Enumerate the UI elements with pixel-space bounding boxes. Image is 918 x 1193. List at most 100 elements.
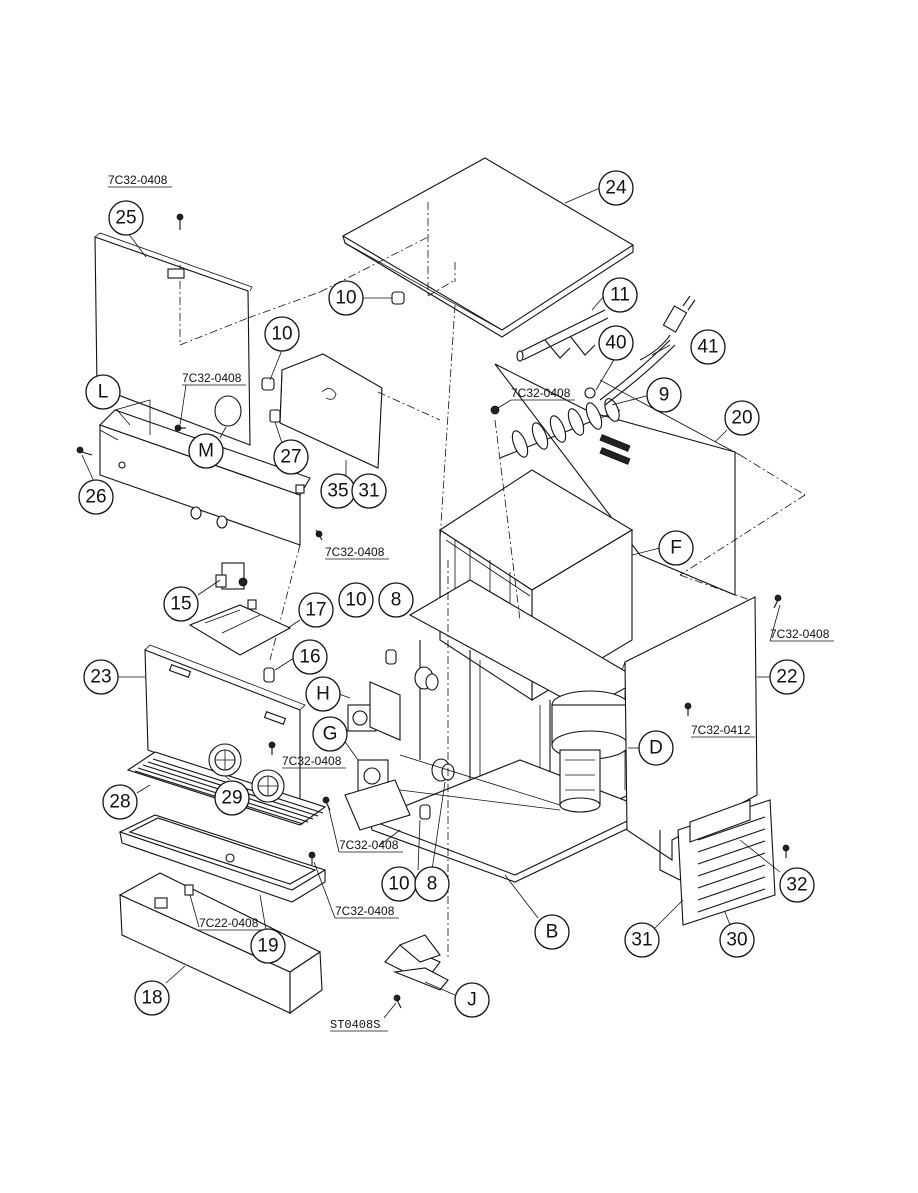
callout-10: 10 [338,582,374,618]
callout-8: 8 [414,866,450,902]
drip-tray [118,814,327,903]
svg-text:29: 29 [221,788,242,809]
svg-text:28: 28 [109,792,130,813]
callout-L: L [85,374,121,410]
water-valve [347,681,401,741]
svg-text:10: 10 [345,590,366,611]
callout-G: G [312,716,348,752]
svg-text:H: H [316,684,330,705]
svg-text:22: 22 [776,667,797,688]
part-number: 7C32-0408 [339,838,399,852]
callout-D: D [638,730,674,766]
part-number-labels: 7C32-0408 7C32-0408 7C32-0408 7C32-0408 … [108,173,834,1032]
louver-grille [677,799,776,926]
callout-20: 20 [724,400,760,436]
svg-text:9: 9 [659,385,670,406]
callout-31: 31 [624,922,660,958]
callout-25: 25 [108,200,144,236]
callout-29: 29 [214,780,250,816]
svg-text:15: 15 [170,594,191,615]
cabinet-body [261,291,806,960]
callout-H: H [305,676,341,712]
svg-text:D: D [649,738,663,759]
part-number: 7C32-0412 [691,723,751,737]
callout-41: 41 [690,329,726,365]
svg-text:31: 31 [631,930,652,951]
auger [499,387,621,459]
svg-text:B: B [546,922,559,943]
svg-text:35: 35 [327,481,348,502]
bushings [261,291,455,820]
side-panel [621,596,758,881]
svg-text:10: 10 [271,324,292,345]
callout-J: J [454,982,490,1018]
switch-assembly [188,562,292,683]
callout-F: F [658,530,694,566]
callout-27: 27 [273,439,309,475]
callout-16: 16 [292,639,328,675]
svg-text:8: 8 [391,590,402,611]
svg-text:31: 31 [358,481,379,502]
callout-31: 31 [351,473,387,509]
part-number: 7C32-0408 [282,754,342,768]
callout-8: 8 [378,582,414,618]
callout-40: 40 [598,325,634,361]
mounting-bracket [384,934,449,991]
callout-19: 19 [250,928,286,964]
svg-text:8: 8 [427,874,438,895]
svg-text:25: 25 [115,208,136,229]
part-number: 7C32-0408 [182,371,242,385]
water-pipe [516,309,609,362]
svg-text:10: 10 [335,288,356,309]
callout-26: 26 [78,479,114,515]
part-number: 7C32-0408 [325,545,385,559]
drain-valve [344,759,411,831]
callouts: 24 25 10 11 41 10 40 L 9 20 M 27 26 35 3… [78,170,815,1018]
callout-32: 32 [779,867,815,903]
svg-text:20: 20 [731,408,752,429]
svg-text:F: F [670,538,682,559]
callout-15: 15 [163,586,199,622]
callout-18: 18 [134,980,170,1016]
callout-22: 22 [769,659,805,695]
svg-text:11: 11 [610,285,630,306]
callout-28: 28 [102,784,138,820]
callout-17: 17 [298,592,334,628]
part-number: 7C32-0408 [511,386,571,400]
svg-text:17: 17 [305,600,326,621]
gear-motor [551,690,629,813]
part-number: 7C32-0408 [770,627,830,641]
callout-24: 24 [598,170,634,206]
power-cord [599,295,696,406]
callout-10: 10 [328,280,364,316]
svg-text:24: 24 [605,178,627,199]
svg-text:40: 40 [605,333,626,354]
part-number: 7C22-0408 [199,916,259,930]
leader-lines [81,187,781,1019]
svg-text:J: J [467,990,477,1011]
svg-text:32: 32 [786,875,807,896]
svg-text:M: M [198,441,214,462]
front-panel [94,232,431,446]
callout-9: 9 [646,377,682,413]
svg-text:18: 18 [141,988,162,1009]
top-panel [341,157,635,338]
svg-text:27: 27 [280,447,301,468]
screws [76,213,790,1009]
svg-text:L: L [98,382,109,403]
callout-M: M [188,433,224,469]
part-number: 7C32-0408 [335,904,395,918]
svg-text:10: 10 [388,874,409,895]
svg-text:23: 23 [90,667,111,688]
part-number: 7C32-0408 [108,173,168,187]
callout-10: 10 [381,866,417,902]
svg-text:19: 19 [257,936,278,957]
callout-23: 23 [83,659,119,695]
svg-text:26: 26 [85,487,106,508]
svg-text:30: 30 [726,930,747,951]
callout-10: 10 [264,316,300,352]
callout-B: B [534,914,570,950]
callout-30: 30 [719,922,755,958]
